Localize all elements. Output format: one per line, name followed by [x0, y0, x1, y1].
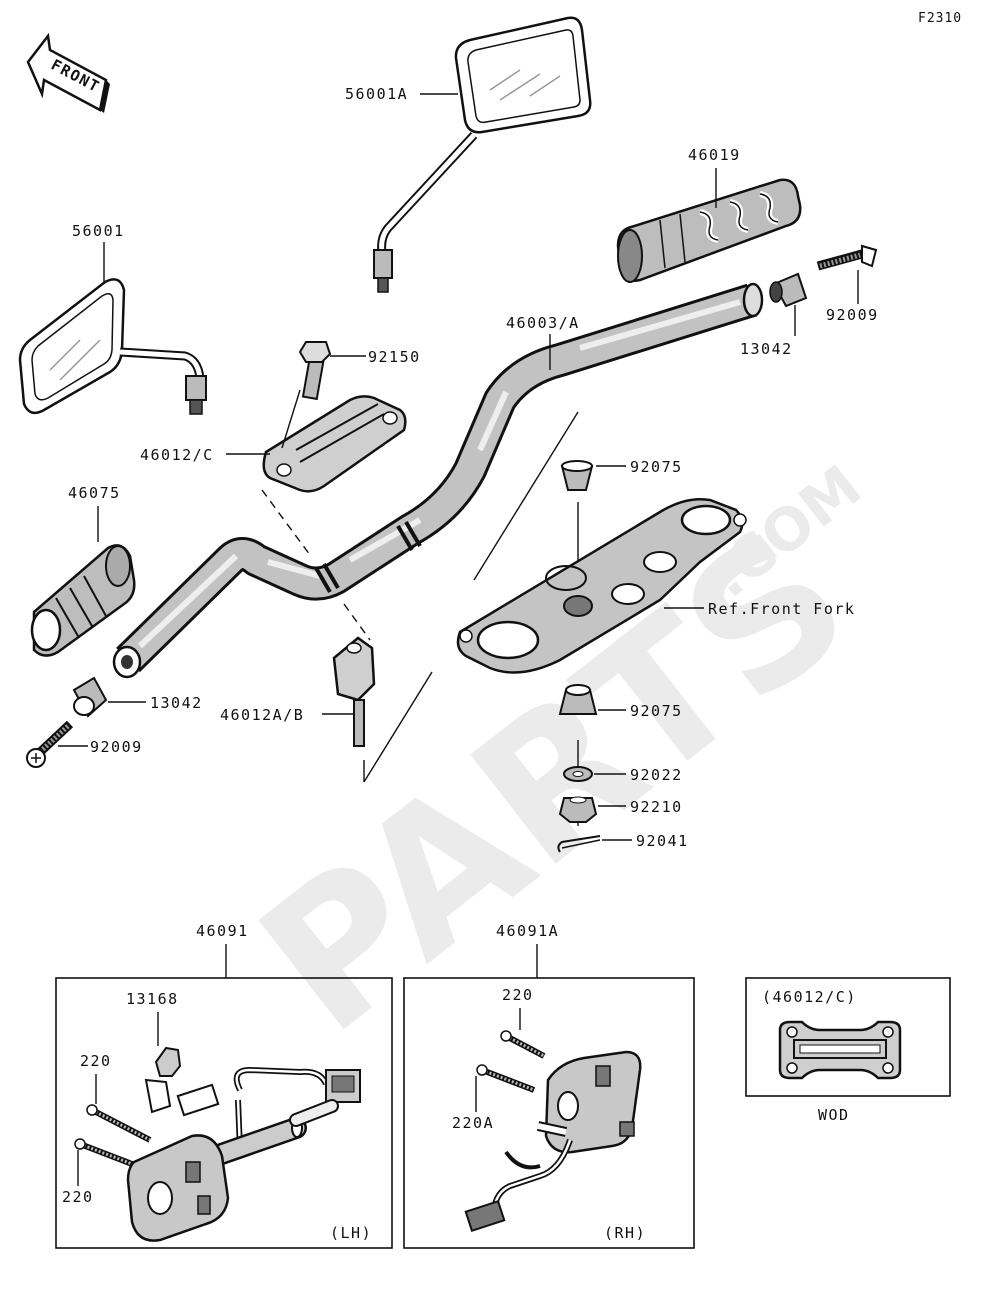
- nut: [558, 796, 598, 823]
- label-bar-end-weight-right: 13042: [740, 340, 793, 358]
- handlebar: [112, 282, 764, 679]
- screw-left: [26, 720, 74, 768]
- label-lh-screw-bottom: 220: [62, 1188, 94, 1206]
- label-rh-side: (RH): [604, 1224, 646, 1242]
- watermark: PARTS .COM: [222, 452, 888, 1076]
- cotter-pin: [557, 835, 601, 853]
- label-lh-screw-top: 220: [80, 1052, 112, 1070]
- screw-right: [816, 244, 878, 271]
- mirror-right: [373, 16, 592, 293]
- wod-box: [745, 977, 951, 1097]
- label-nut: 92210: [630, 798, 683, 816]
- lh-switch-assembly: [74, 1046, 361, 1242]
- bolt-92150: [298, 341, 332, 401]
- label-lh-clamp: 13168: [126, 990, 179, 1008]
- label-mirror-right: 56001A: [345, 85, 408, 103]
- label-screw-left: 92009: [90, 738, 143, 756]
- label-holder-lower: 46012A/B: [220, 706, 304, 724]
- front-direction-arrow: FRONT: [26, 32, 110, 113]
- label-rh-switch: 46091A: [496, 922, 559, 940]
- label-screw-right: 92009: [826, 306, 879, 324]
- label-bar-end-weight-left: 13042: [150, 694, 203, 712]
- label-bolt: 92150: [368, 348, 421, 366]
- front-fork-clamp: [456, 498, 747, 674]
- label-mirror-left: 56001: [72, 222, 125, 240]
- label-grip-left: 46075: [68, 484, 121, 502]
- mirror-left: [18, 278, 207, 415]
- label-handlebar: 46003/A: [506, 314, 580, 332]
- wod-holder: [778, 1020, 902, 1080]
- bar-end-weight-right: [769, 272, 808, 308]
- bar-end-weight-left: [72, 676, 108, 718]
- label-washer: 92022: [630, 766, 683, 784]
- label-rh-screw-lower: 220A: [452, 1114, 494, 1132]
- label-grip-right: 46019: [688, 146, 741, 164]
- label-bumper-upper: 92075: [630, 458, 683, 476]
- rh-switch-box: [403, 977, 695, 1249]
- holder-upper: [262, 395, 407, 493]
- grip-left: [30, 544, 136, 657]
- label-cotter-pin: 92041: [636, 832, 689, 850]
- holder-lower: [332, 636, 376, 747]
- label-front-fork-ref: Ref.Front Fork: [708, 600, 855, 618]
- label-lh-switch: 46091: [196, 922, 249, 940]
- label-bumper-lower: 92075: [630, 702, 683, 720]
- rh-switch-assembly: [464, 1030, 642, 1233]
- bumper-upper: [560, 460, 594, 491]
- label-rh-screw-top: 220: [502, 986, 534, 1004]
- label-wod-title: (46012/C): [762, 988, 857, 1006]
- diagram-code: F2310: [918, 11, 962, 26]
- washer: [563, 766, 593, 782]
- bumper-lower: [558, 684, 598, 715]
- label-wod-caption: WOD: [818, 1106, 850, 1124]
- lh-switch-box: [55, 977, 393, 1249]
- label-lh-side: (LH): [330, 1224, 372, 1242]
- grip-right: [616, 178, 802, 283]
- label-holder-upper: 46012/C: [140, 446, 214, 464]
